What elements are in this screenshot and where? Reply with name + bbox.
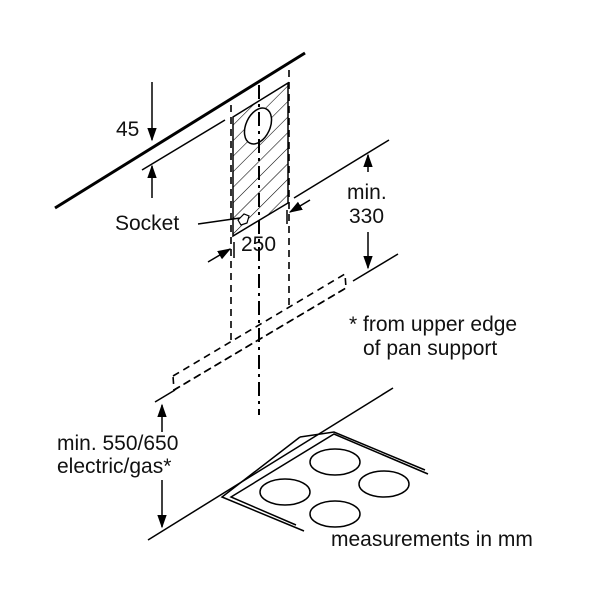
hob <box>220 431 429 532</box>
hood-outline-dashed <box>172 272 347 392</box>
hob-burner <box>259 478 311 506</box>
socket-leader-line <box>197 217 241 225</box>
dim-45-label: 45 <box>116 118 139 141</box>
wall-edge-line <box>54 51 306 210</box>
hob-burner <box>309 500 361 528</box>
hob-burner <box>358 470 410 498</box>
dim-250-label: 250 <box>241 233 276 256</box>
reference-line-hood-bottom <box>154 389 176 403</box>
min-height-label-line1: min. 550/650 <box>57 432 178 455</box>
worktop-edge <box>147 387 394 541</box>
reference-line-45 <box>141 119 226 171</box>
footnote-line2: of pan support <box>363 337 497 360</box>
footnote-line1: * from upper edge <box>349 313 517 336</box>
socket-icon <box>237 213 250 226</box>
min-330-label-line1: min. <box>347 181 387 204</box>
reference-line-330-bottom <box>352 253 399 282</box>
dim-250-arrow-right <box>288 199 311 213</box>
hob-burner <box>309 448 361 476</box>
hood-outline-front <box>173 287 347 391</box>
reference-line-330-top <box>293 139 390 199</box>
min-330-label-line2: 330 <box>349 205 384 228</box>
chimney-zone-hatched <box>232 81 289 238</box>
dim-250-arrow-left <box>207 248 232 263</box>
units-note: measurements in mm <box>331 528 533 551</box>
min-height-label-line2: electric/gas* <box>57 455 171 478</box>
socket-label: Socket <box>115 212 179 235</box>
